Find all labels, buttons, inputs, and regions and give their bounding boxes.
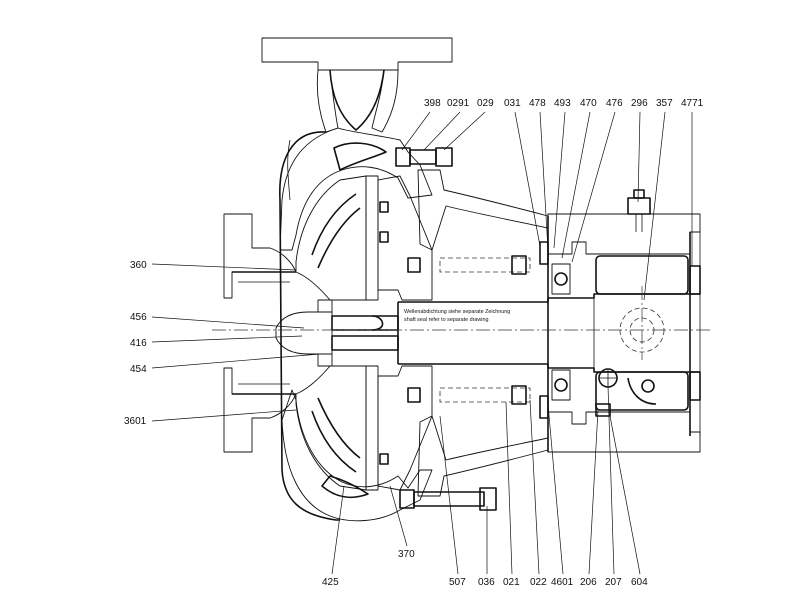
impeller-nut [275, 299, 399, 367]
ball-bearing-front [539, 241, 571, 419]
label-3601: 3601 [124, 416, 147, 427]
label-425: 425 [322, 577, 339, 588]
label-478: 478 [529, 98, 546, 109]
label-021: 021 [503, 577, 520, 588]
label-456: 456 [130, 312, 147, 323]
label-4601: 4601 [551, 577, 574, 588]
label-031: 031 [504, 98, 521, 109]
label-029: 029 [477, 98, 494, 109]
label-207: 207 [605, 577, 622, 588]
label-476: 476 [606, 98, 623, 109]
casing-bolts [395, 147, 497, 511]
label-493: 493 [554, 98, 571, 109]
label-398: 398 [424, 98, 441, 109]
impeller [295, 175, 379, 491]
label-0291: 0291 [447, 98, 470, 109]
label-357: 357 [656, 98, 673, 109]
casing-cover [377, 175, 433, 491]
labels-bottom: 425 370 507 036 021 022 4601 206 207 604 [322, 549, 648, 588]
shaft-seal-note-en: shaft seal refer to separate drawing [404, 317, 489, 323]
label-470: 470 [580, 98, 597, 109]
bearing-bracket [417, 169, 701, 497]
vent-plug [627, 189, 651, 232]
shaft [397, 293, 700, 373]
label-036: 036 [478, 577, 495, 588]
labels-top: 398 0291 029 031 478 493 470 476 296 357… [424, 98, 704, 109]
shaft-seal-note-de: Wellenabdichtung siehe separate Zeichnun… [404, 309, 510, 315]
label-604: 604 [631, 577, 648, 588]
volute-casing [279, 127, 433, 522]
suction-nozzle [223, 213, 297, 453]
label-507: 507 [449, 577, 466, 588]
seal-chamber-studs [407, 255, 531, 405]
label-416: 416 [130, 338, 147, 349]
label-4771: 4771 [681, 98, 704, 109]
label-206: 206 [580, 577, 597, 588]
discharge-nozzle [261, 37, 453, 133]
label-454: 454 [130, 364, 147, 375]
label-022: 022 [530, 577, 547, 588]
leader-lines [151, 111, 693, 575]
label-296: 296 [631, 98, 648, 109]
labels-left: 360 456 416 454 3601 [124, 260, 147, 427]
label-360: 360 [130, 260, 147, 271]
drain-plug [595, 368, 657, 417]
label-370: 370 [398, 549, 415, 560]
